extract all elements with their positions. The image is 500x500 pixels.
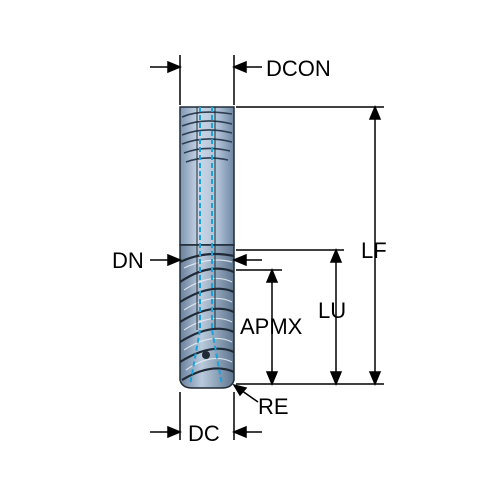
tool-shank [179,106,235,246]
tool-flutes [179,244,235,389]
dimension-lines [150,55,384,440]
label-dcon: DCON [266,56,331,81]
coolant-channels [189,107,223,386]
end-mill-tool [179,106,235,389]
shank-marking [181,111,233,163]
label-lu: LU [318,298,346,323]
flute-edges [183,259,233,371]
label-re: RE [258,394,289,419]
label-lf: LF [361,238,387,263]
label-apmx: APMX [240,314,303,339]
helix-lines [179,252,235,381]
label-dn: DN [112,248,144,273]
label-dc: DC [188,421,220,446]
